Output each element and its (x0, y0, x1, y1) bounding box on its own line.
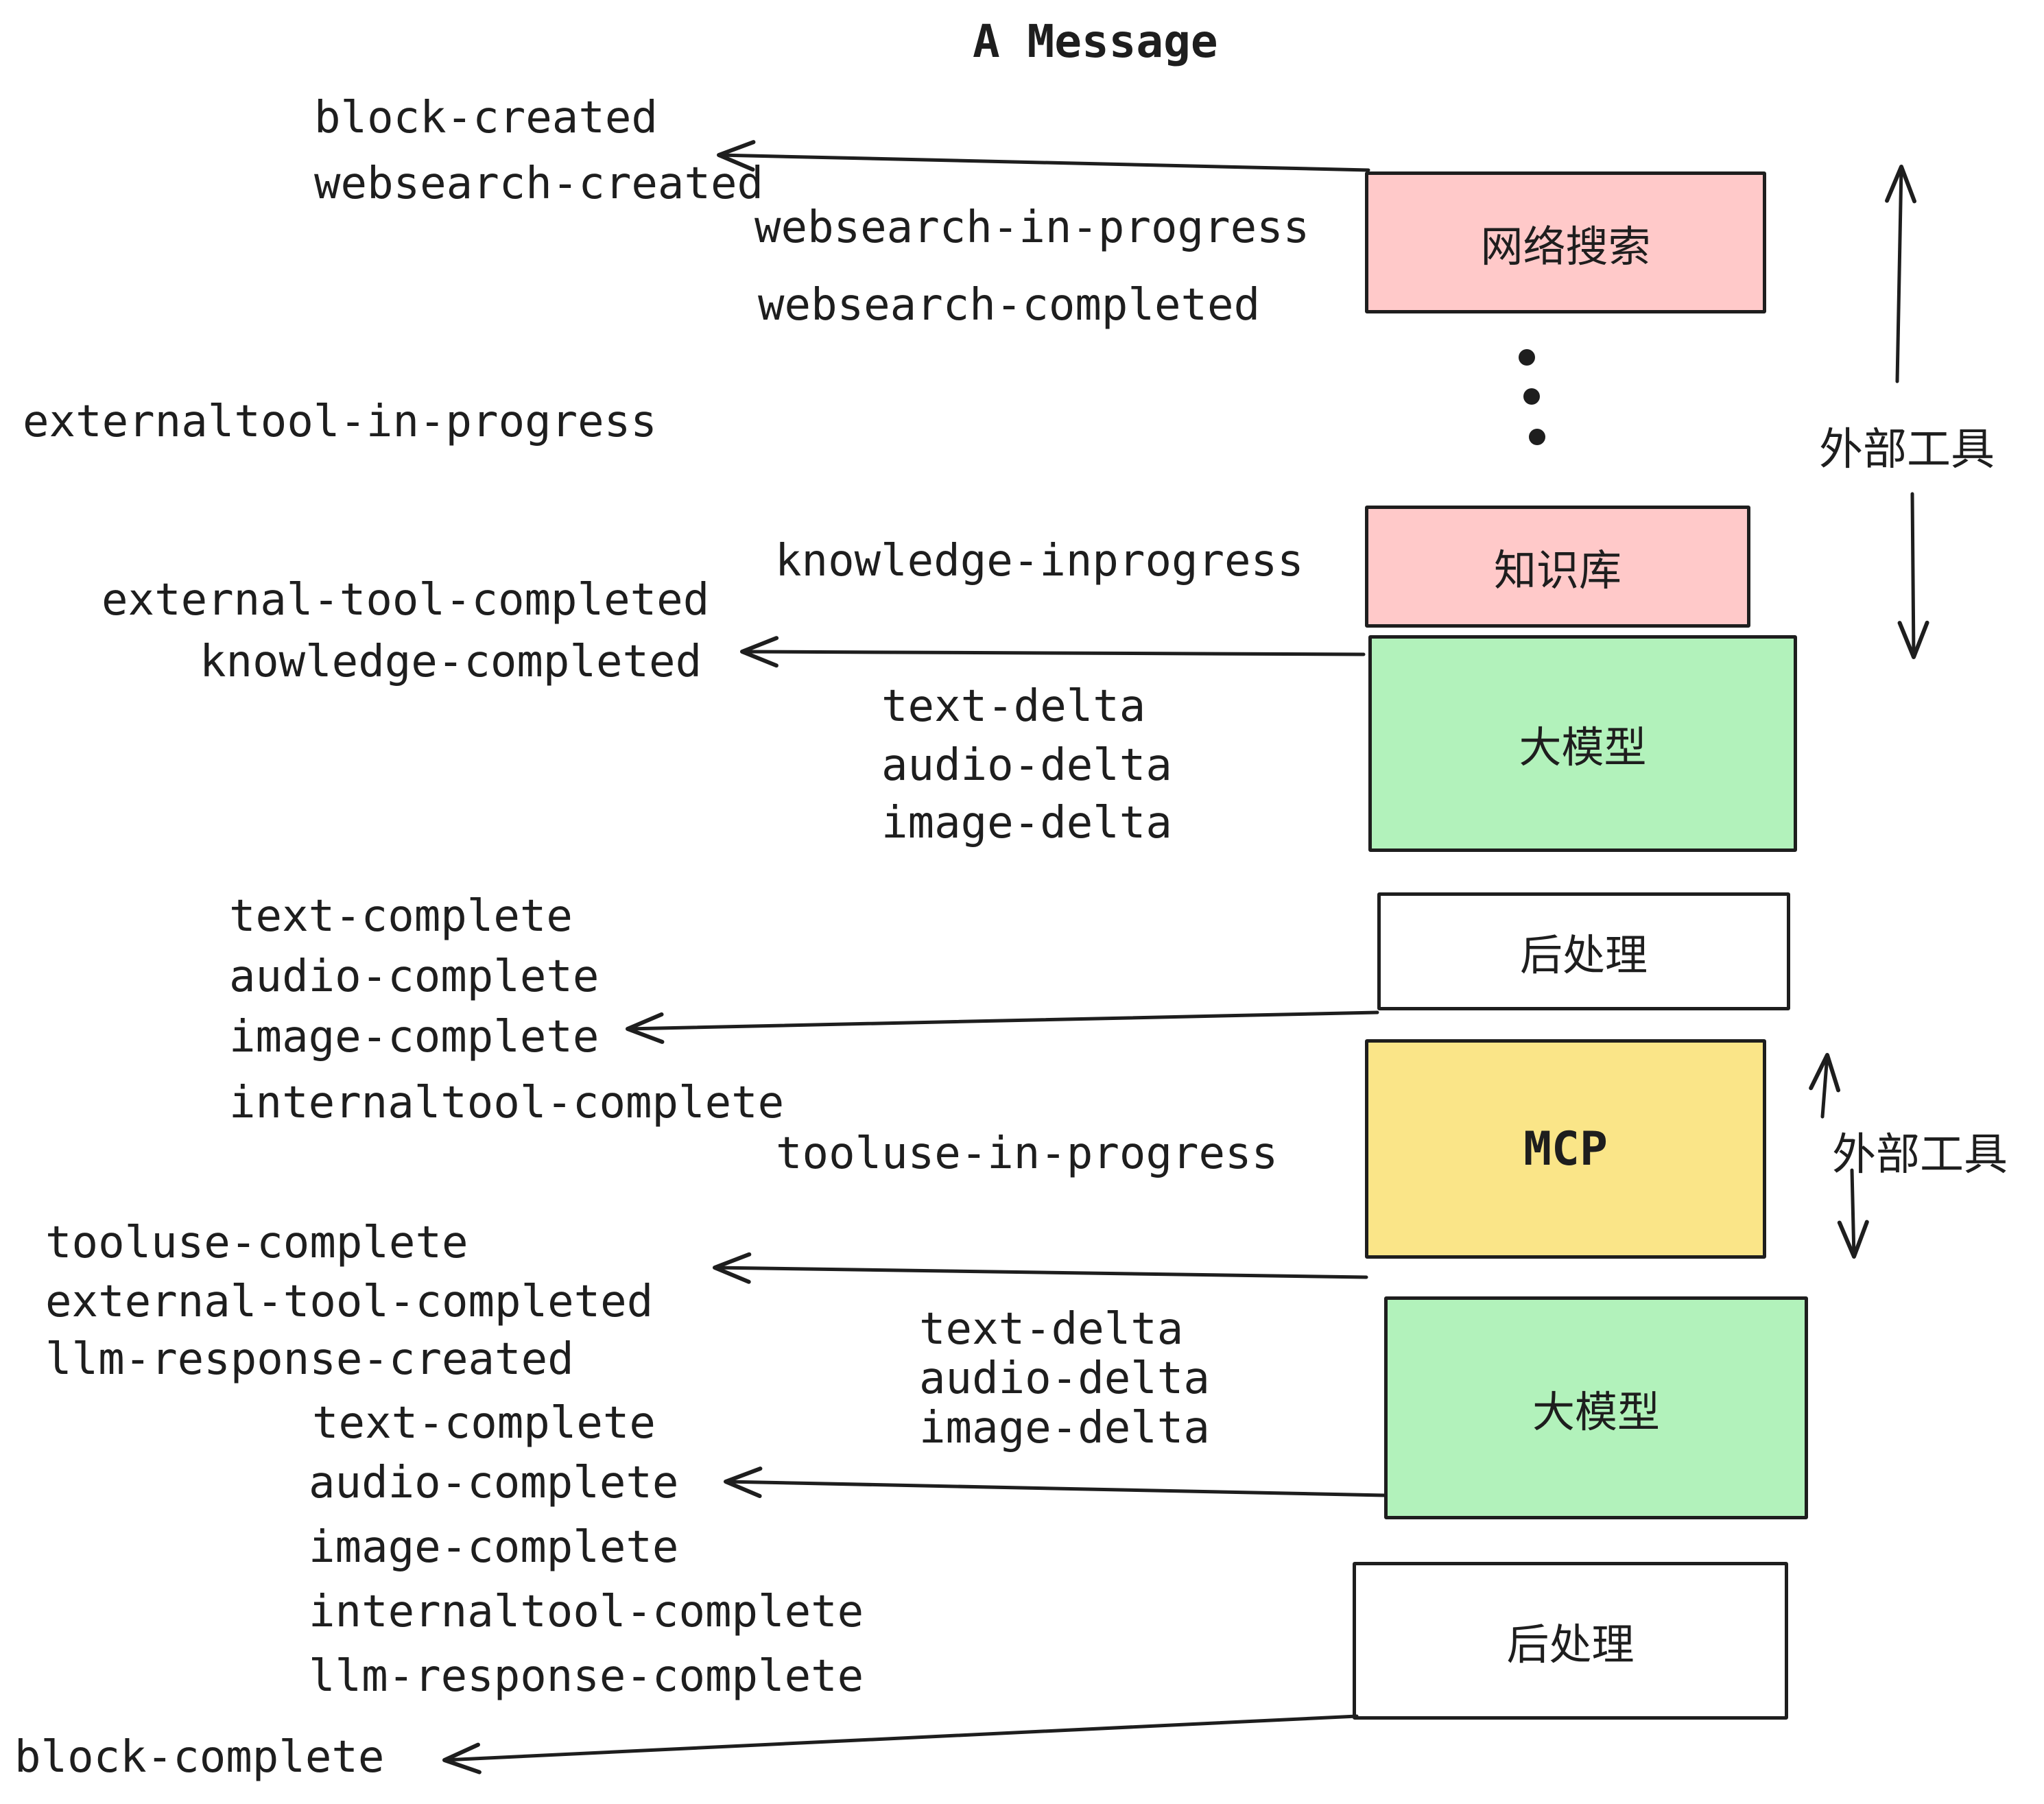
event-label-image-complete-2: image-complete (309, 1522, 679, 1573)
event-label-knowledge-inprogress: knowledge-inprogress (775, 536, 1304, 586)
box-websearch: 网络搜索 (1365, 171, 1766, 313)
box-knowledge: 知识库 (1365, 506, 1750, 628)
box-llm-2-label: 大模型 (1532, 1386, 1660, 1437)
diagram-title: A Message (973, 15, 1218, 68)
event-label-text-complete: text-complete (229, 891, 573, 942)
box-llm-1: 大模型 (1368, 635, 1797, 852)
event-label-llm-response-created: llm-response-created (45, 1334, 574, 1385)
arrow-to-knowledge-completed (740, 636, 1366, 668)
box-postprocess-1: 后处理 (1377, 892, 1790, 1010)
event-label-audio-delta-2: audio-delta (919, 1353, 1210, 1404)
ellipsis-dots (1519, 349, 1545, 445)
box-knowledge-label: 知识库 (1493, 545, 1621, 595)
event-label-externaltool-in-progress: externaltool-in-progress (23, 396, 657, 447)
event-label-tooluse-in-progress: tooluse-in-progress (776, 1128, 1279, 1179)
event-label-block-complete: block-complete (14, 1732, 385, 1783)
box-mcp-label: MCP (1523, 1121, 1608, 1176)
box-llm-2: 大模型 (1384, 1296, 1808, 1519)
box-postprocess-1-label: 后处理 (1519, 930, 1648, 980)
box-websearch-label: 网络搜索 (1480, 221, 1651, 272)
event-label-audio-delta: audio-delta (881, 740, 1172, 791)
arrow-to-audio-complete (724, 1467, 1386, 1499)
event-label-tooluse-complete: tooluse-complete (45, 1218, 468, 1268)
arrow-to-block-created (717, 140, 1370, 172)
box-mcp: MCP (1365, 1039, 1766, 1259)
box-postprocess-2: 后处理 (1353, 1562, 1788, 1720)
event-label-text-delta: text-delta (881, 681, 1146, 732)
event-label-block-created: block-created (314, 93, 658, 143)
ellipsis-dot-3 (1529, 429, 1545, 445)
box-llm-1-label: 大模型 (1519, 722, 1647, 772)
external-tools-down-arrow-mid (1837, 1168, 1869, 1259)
arrow-to-block-complete (442, 1714, 1359, 1775)
event-label-external-tool-completed: external-tool-completed (102, 575, 710, 626)
event-label-websearch-in-progress: websearch-in-progress (754, 202, 1310, 253)
event-label-text-complete-2: text-complete (312, 1398, 656, 1449)
ellipsis-dot-1 (1519, 349, 1535, 366)
event-label-internaltool-complete: internaltool-complete (229, 1078, 785, 1128)
event-label-text-delta-2: text-delta (919, 1304, 1184, 1355)
arrow-to-tooluse-complete (713, 1252, 1368, 1284)
event-label-audio-complete-2: audio-complete (309, 1458, 679, 1508)
event-label-image-delta-2: image-delta (919, 1403, 1210, 1453)
event-label-websearch-completed: websearch-completed (758, 280, 1261, 331)
event-label-websearch-created: websearch-created (314, 158, 764, 209)
external-tools-label-mid: 外部工具 (1832, 1130, 2008, 1180)
event-label-internaltool-complete-2: internaltool-complete (309, 1587, 864, 1637)
external-tools-label-top: 外部工具 (1819, 425, 1995, 475)
event-label-image-complete: image-complete (229, 1012, 599, 1063)
event-label-audio-complete: audio-complete (229, 951, 599, 1002)
external-tools-down-arrow-top (1897, 492, 1929, 659)
arrow-to-image-complete (626, 1010, 1379, 1044)
event-label-external-tool-completed-2: external-tool-completed (45, 1277, 654, 1327)
ellipsis-dot-2 (1523, 388, 1540, 405)
box-postprocess-2-label: 后处理 (1506, 1619, 1635, 1670)
event-label-knowledge-completed: knowledge-completed (200, 637, 702, 687)
event-label-llm-response-complete: llm-response-complete (309, 1651, 864, 1702)
external-tools-up-arrow-mid (1809, 1053, 1841, 1119)
event-label-image-delta: image-delta (881, 798, 1172, 848)
external-tools-up-arrow-top (1885, 165, 1917, 383)
